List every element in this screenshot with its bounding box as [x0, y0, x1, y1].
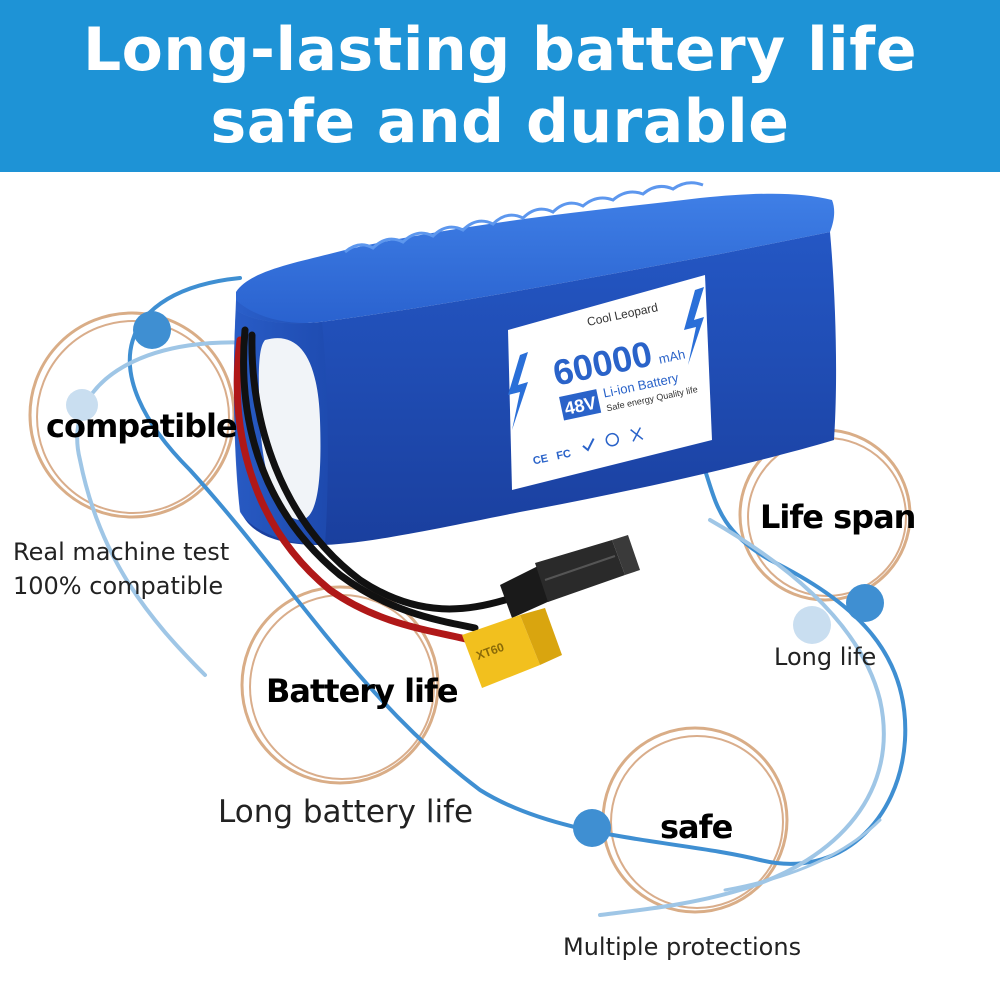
ring-compatible	[28, 311, 236, 519]
label-fc-mark: FC	[555, 448, 572, 463]
feature-title-compatible: compatible	[46, 407, 238, 445]
battery-pack: Cool Leopard 60000 mAh 48V Li-ion Batter…	[233, 181, 837, 546]
label-capacity-unit: mAh	[657, 346, 686, 366]
battery-label: Cool Leopard 60000 mAh 48V Li-ion Batter…	[508, 275, 712, 490]
feature-title-battery-life: Battery life	[266, 672, 459, 710]
feature-desc-battery-life: Long battery life	[218, 794, 474, 830]
headline-line-1: Long-lasting battery life	[82, 15, 918, 85]
flow-lines	[75, 276, 908, 917]
bin-crossed-icon	[630, 427, 644, 442]
flow-nodes	[66, 311, 884, 847]
label-ce-mark: CE	[532, 453, 549, 468]
headline-line-2: safe and durable	[210, 87, 790, 157]
feature-desc-compatible: Real machine test 100% compatible	[13, 538, 230, 600]
check-icon	[582, 438, 595, 452]
feature-title-life-span: Life span	[760, 498, 916, 536]
dc-connector	[500, 535, 640, 618]
feature-desc-safe: Multiple protections	[563, 933, 802, 961]
xt60-connector: XT60	[462, 608, 562, 688]
feature-desc-life-span: Long life	[774, 643, 877, 671]
recycle-icon	[605, 432, 620, 447]
battery-cables	[233, 326, 509, 644]
feature-title-safe: safe	[660, 808, 733, 846]
header-banner: Long-lasting battery life safe and durab…	[0, 0, 1000, 172]
